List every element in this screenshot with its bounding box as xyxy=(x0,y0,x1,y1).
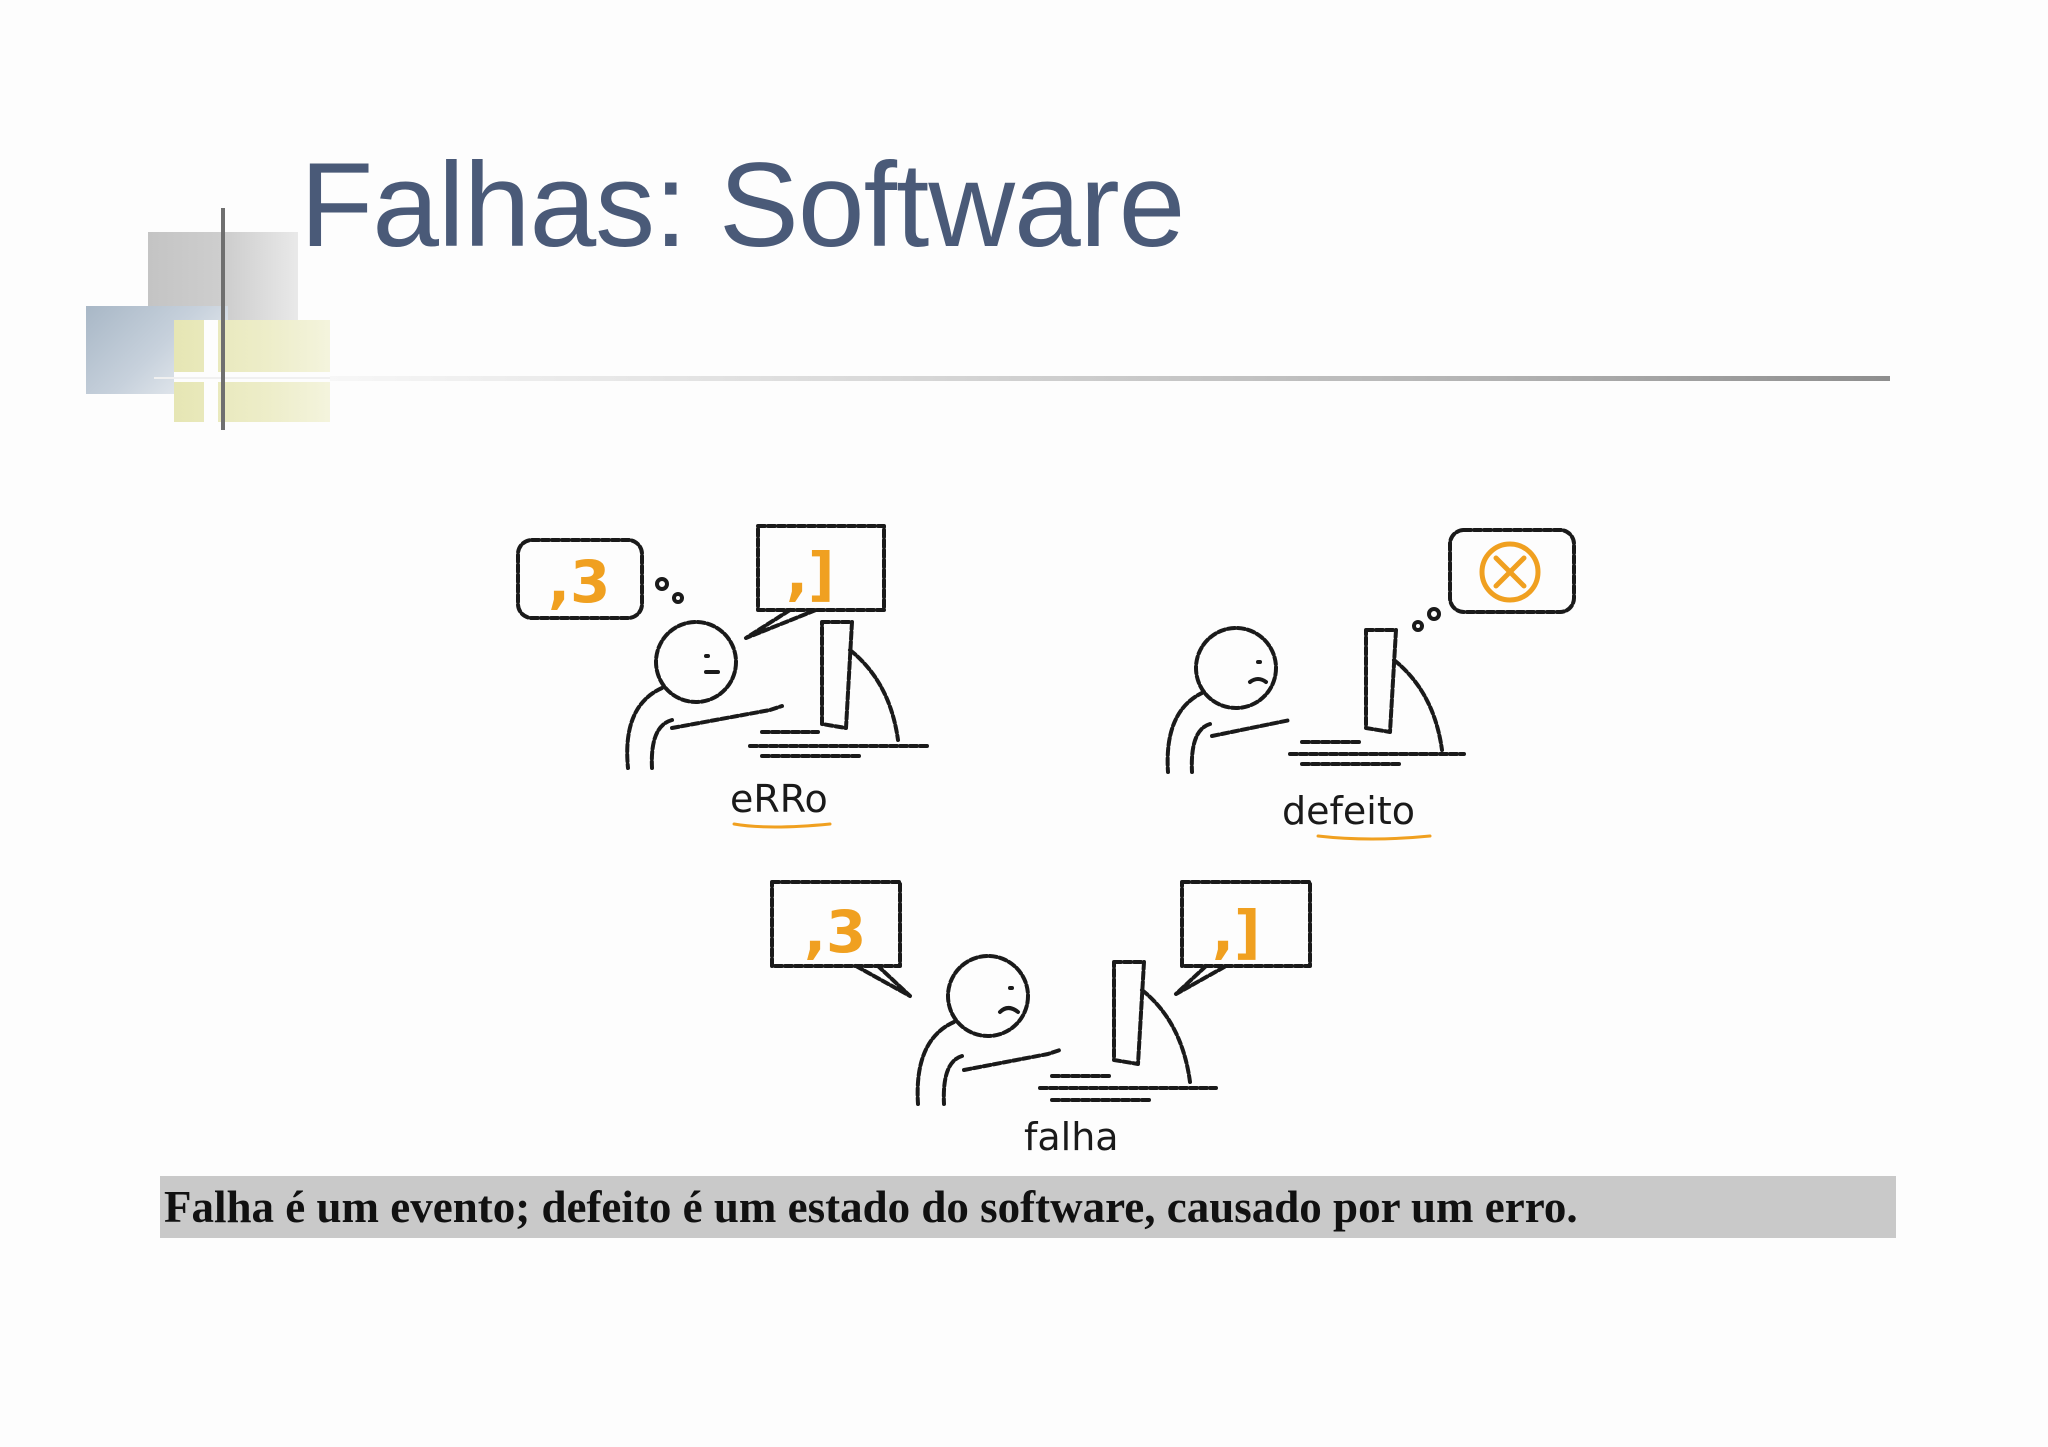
person-head xyxy=(654,620,738,704)
person-forearm xyxy=(962,1048,1062,1072)
person-head xyxy=(946,954,1030,1038)
person-head xyxy=(1194,626,1278,710)
monitor-stand xyxy=(1140,988,1192,1084)
label-defeito: defeito xyxy=(1282,789,1415,833)
person-back xyxy=(915,1020,956,1106)
person-back xyxy=(1165,690,1206,774)
error-circle-icon xyxy=(1479,541,1541,603)
scene-defeito: defeito xyxy=(1165,528,1576,841)
speech-bubble xyxy=(1180,880,1312,968)
scene-falha: ,3 ,] falha xyxy=(770,880,1312,1159)
mouth-sad xyxy=(998,1006,1020,1014)
speech-tail xyxy=(854,964,912,998)
bubble-glyph: ,] xyxy=(1212,898,1261,966)
decor-cross-line xyxy=(154,377,330,379)
thought-cloud xyxy=(1448,528,1576,614)
speech-bubble xyxy=(756,524,886,612)
label-falha: falha xyxy=(1024,1115,1119,1159)
bubble-glyph: ,3 xyxy=(548,548,610,616)
monitor-stand xyxy=(848,648,900,742)
thought-dot xyxy=(672,592,684,604)
thought-dot xyxy=(655,577,669,591)
person-back xyxy=(625,686,664,770)
bubble-glyph: ,3 xyxy=(804,898,866,966)
thought-dot xyxy=(1427,607,1441,621)
label-erro: eRRo xyxy=(730,777,828,821)
speech-tail xyxy=(744,608,818,640)
monitor xyxy=(820,620,854,730)
monitor-stand xyxy=(1392,658,1444,752)
decor-square-yellow xyxy=(174,320,330,422)
thought-cloud xyxy=(516,538,644,620)
thought-dot xyxy=(1412,620,1424,632)
person-arm xyxy=(649,718,674,770)
caption: Falha é um evento; defeito é um estado d… xyxy=(160,1176,1896,1238)
underline xyxy=(1316,834,1432,841)
bubble-glyph: ,] xyxy=(786,540,835,608)
person-forearm xyxy=(670,704,784,730)
monitor xyxy=(1364,628,1398,734)
person-forearm xyxy=(1210,718,1292,738)
title-rule xyxy=(330,376,1890,381)
underline xyxy=(732,822,832,829)
scene-erro: ,3 ,] eRRo xyxy=(516,524,932,829)
person-arm xyxy=(1189,722,1212,774)
monitor xyxy=(1112,960,1146,1066)
slide-title: Falhas: Software xyxy=(300,138,1185,272)
mouth-sad xyxy=(1248,677,1268,684)
speech-tail xyxy=(1174,964,1228,996)
decor-vertical-line xyxy=(221,208,225,430)
person-arm xyxy=(941,1054,964,1106)
error-defect-failure-illustration: .ink { fill: none; stroke: #1a1a1a; stro… xyxy=(516,524,1576,1159)
speech-bubble xyxy=(770,880,902,968)
error-x-icon xyxy=(1493,555,1527,589)
decor-gap-vertical xyxy=(204,320,218,422)
